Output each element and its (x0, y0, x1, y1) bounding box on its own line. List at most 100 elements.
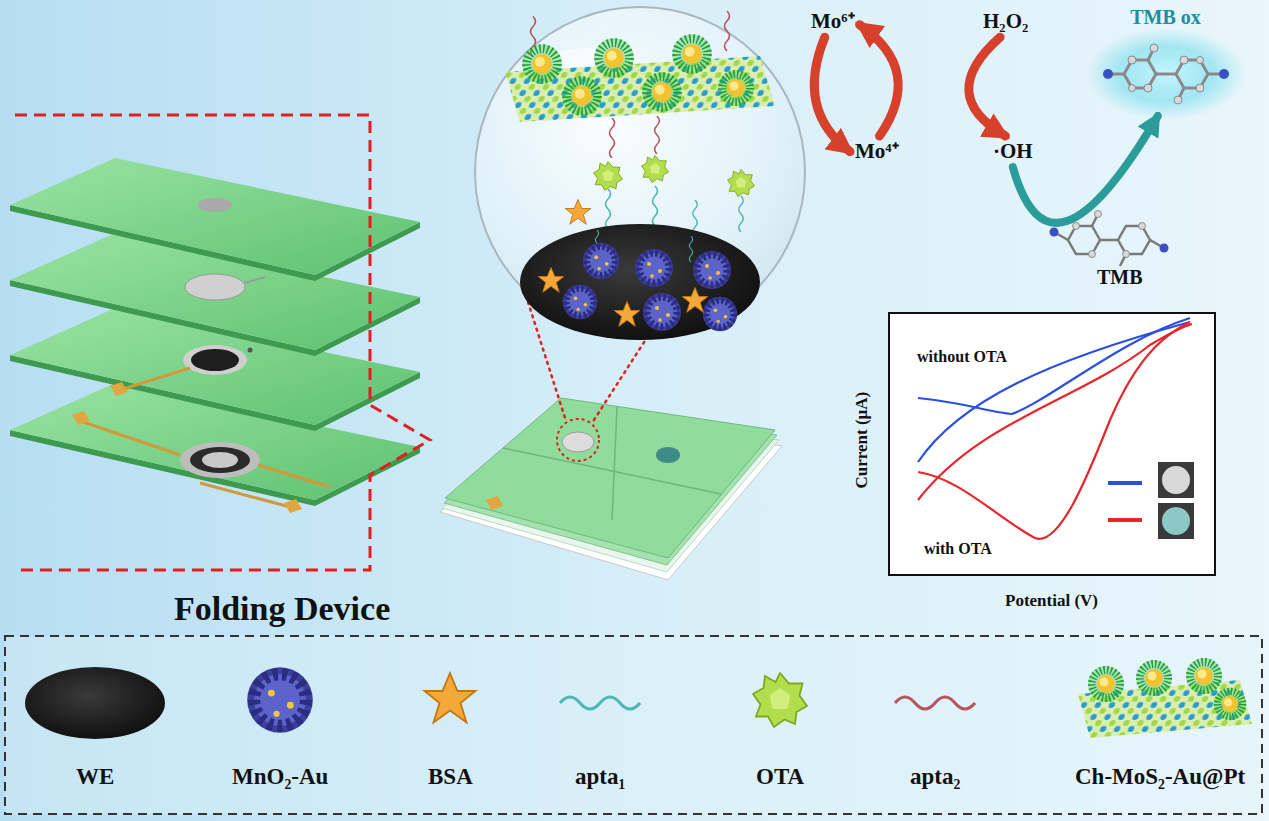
art-g (1073, 211, 1146, 258)
art-use (753, 673, 807, 727)
art-use (693, 251, 731, 289)
text-label: without OTA (917, 347, 1007, 366)
art-polygon (110, 382, 128, 396)
art-use (653, 186, 658, 226)
art-ellipse (191, 349, 239, 371)
legend-label: BSA (428, 763, 473, 791)
art-polygon (445, 398, 775, 558)
art-polygon (1068, 226, 1100, 254)
art-ellipse (562, 432, 594, 452)
legend-label: OTA (756, 763, 804, 791)
art-use (594, 162, 623, 191)
text-label: with OTA (924, 539, 992, 558)
art-use (725, 11, 730, 51)
art-use (635, 249, 673, 287)
art-g (918, 318, 1192, 539)
art-rect (889, 313, 1215, 575)
art-ellipse (185, 274, 245, 300)
text-label: Potential (V) (1005, 591, 1098, 611)
art-circle (1144, 84, 1152, 92)
text-label: Folding Device (174, 589, 390, 630)
art-ellipse (190, 447, 250, 473)
reaction-arrow (969, 37, 1006, 136)
art-use (565, 200, 591, 225)
art-path (15, 115, 430, 570)
art-use (614, 302, 640, 327)
species-node: Mo⁴⁺ (850, 136, 904, 167)
art-use (739, 196, 744, 232)
art-use (247, 667, 313, 733)
art-ellipse (25, 667, 165, 739)
art-circle (1129, 85, 1136, 92)
art-polygon (1118, 226, 1150, 254)
art-rect (5, 636, 1262, 814)
art-ellipse (198, 198, 232, 212)
species-label: H₂O₂ (983, 9, 1028, 34)
art-line (1156, 73, 1176, 76)
art-circle (1150, 44, 1158, 52)
legend-label: Ch-MoS₂-Au@Pt (1075, 763, 1245, 791)
species-label: TMB ox (1093, 5, 1238, 29)
art-use (606, 189, 611, 229)
species-label: TMB (1097, 265, 1143, 289)
species-node: TMB ox (1088, 2, 1243, 116)
art-path (80, 421, 180, 455)
art-use (583, 243, 619, 279)
species-node: Mo⁶⁺ (806, 6, 860, 37)
legend-label: apta₁ (575, 763, 625, 791)
art-circle (1196, 84, 1204, 92)
art-use (643, 293, 681, 331)
art-circle (1162, 507, 1190, 535)
art-use (672, 34, 712, 74)
art-circle (1089, 251, 1096, 258)
legend-label: apta₂ (910, 763, 960, 791)
art-use (642, 72, 682, 112)
art-line (592, 336, 648, 423)
art-polygon (1124, 60, 1156, 88)
art-g (1128, 44, 1204, 104)
art-rect (1158, 503, 1194, 539)
art-use (425, 673, 476, 723)
art-path (258, 465, 330, 487)
art-path (245, 277, 265, 283)
legend-label: MnO₂-Au (232, 763, 328, 791)
art-use (703, 297, 738, 332)
art-polygon (486, 496, 503, 510)
reaction-arrow (814, 37, 850, 151)
art-path (200, 483, 290, 507)
art-path (120, 368, 190, 390)
art-line (1108, 518, 1142, 522)
art-line (1100, 239, 1118, 242)
art-circle (1180, 56, 1188, 64)
art-use (563, 285, 598, 320)
art-use (594, 38, 634, 78)
species-label: ·OH (993, 139, 1033, 164)
art-use (728, 170, 755, 197)
art-circle (1123, 251, 1130, 258)
art-circle (1128, 56, 1136, 64)
art-circle (248, 348, 253, 353)
art-use (1088, 666, 1124, 702)
art-use (1186, 658, 1222, 694)
art-polygon (10, 158, 420, 275)
art-use (610, 118, 615, 158)
art-circle (1162, 466, 1190, 494)
art-use (562, 76, 602, 116)
reaction-arrow (1013, 116, 1158, 223)
art-ellipse (656, 447, 680, 463)
art-circle (1197, 57, 1204, 64)
species-node: TMB (1092, 262, 1148, 292)
art-use (522, 44, 562, 84)
art-path (918, 322, 1190, 462)
art-circle (1160, 244, 1169, 253)
art-circle (1139, 223, 1146, 230)
species-label: Mo⁴⁺ (855, 139, 899, 164)
art-use (682, 288, 708, 313)
art-polygon (284, 499, 302, 513)
art-ellipse (202, 452, 238, 468)
art-g (1108, 48, 1224, 100)
art-circle (1095, 211, 1102, 218)
art-line (612, 407, 617, 520)
